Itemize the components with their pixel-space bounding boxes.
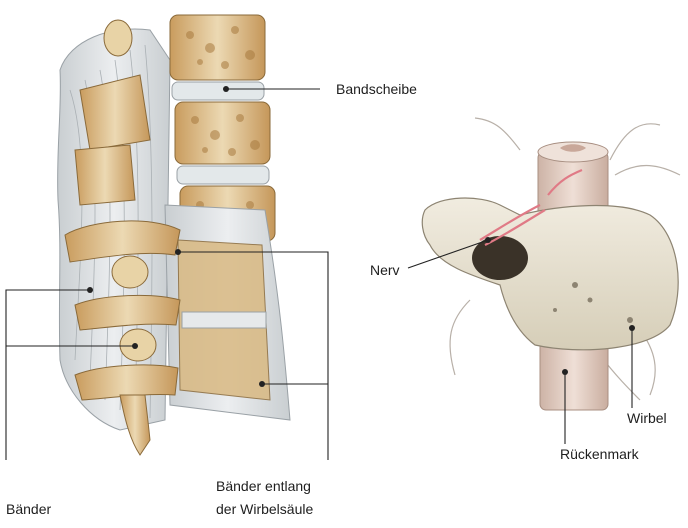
vertebral-body-1 <box>170 15 265 80</box>
facet-joint-2 <box>120 329 156 361</box>
intervertebral-disc-2 <box>177 166 269 184</box>
process-lower-2 <box>75 295 180 330</box>
facet-joint-1 <box>112 256 148 288</box>
vertebral-body-2 <box>175 102 270 164</box>
label-wirbel: Wirbel <box>627 410 667 426</box>
disc-lower <box>182 312 266 328</box>
label-rueckenmark: Rückenmark <box>560 446 639 462</box>
vertebra-body <box>422 198 678 350</box>
label-baender-entlang-1: Bänder entlang <box>216 478 311 494</box>
pedicle-top <box>104 20 132 56</box>
vertebra-cross-section <box>422 118 680 410</box>
process-upper-2 <box>75 145 135 205</box>
label-nerv: Nerv <box>370 262 400 278</box>
intervertebral-disc-1 <box>172 82 264 100</box>
label-baender-entlang-2: der Wirbelsäule <box>216 501 313 517</box>
label-baender: Bänder <box>6 501 51 517</box>
label-bandscheibe: Bandscheibe <box>336 81 417 97</box>
spine-section <box>58 15 290 455</box>
